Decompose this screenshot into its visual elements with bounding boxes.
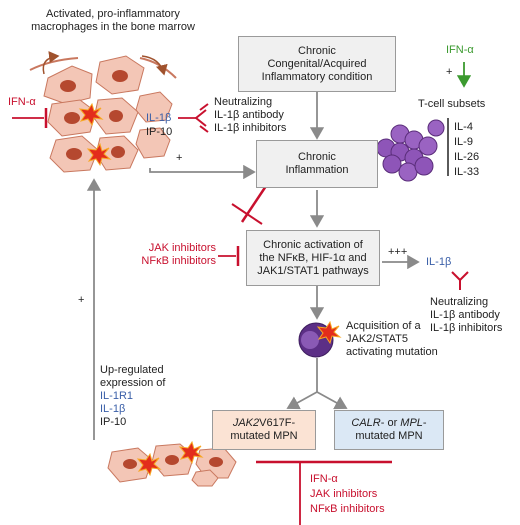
macrophage-title: Activated, pro-inflammatory macrophages … [18,8,208,34]
calr-mpl-line2: mutated MPN [355,430,423,442]
calr-gene: CALR [351,417,381,429]
chronic-inflammation-line1: Chronic [298,151,336,163]
jak2-variant: V617F- [259,417,296,429]
il1b-label: IL-1β [146,112,172,124]
upregulated-label: Up-regulated expression of IL-1R1 IL-1β … [100,364,165,429]
chronic-activation-line2: the NFκB, HIF-1α and [259,251,367,264]
antibody-icon-top [178,103,209,133]
bottom-inhibitor-nfkb: NFκB inhibitors [310,503,385,515]
chronic-condition-line3: Inflammatory condition [261,70,373,83]
cytokine-il9: IL-9 [454,136,473,148]
chronic-condition-line2: Congenital/Acquired [267,57,367,70]
neutralizing-top-line1: Neutralizing [214,96,273,108]
tcell-subsets-label: T-cell subsets [418,98,486,110]
calr-mpl-line1: CALR- or MPL- [351,417,426,430]
cytokine-il33: IL-33 [454,166,480,178]
chronic-inflammation-box: Chronic Inflammation [256,140,378,188]
chronic-condition-line1: Chronic [298,44,336,57]
calr-mpl-mpn-box: CALR- or MPL- mutated MPN [334,410,444,450]
upregulated-line1: Up-regulated [100,364,164,376]
mpl-end: - [422,417,427,429]
ifn-alpha-left-label: IFN-α [8,96,36,108]
neutralizing-right: Neutralizing IL-1β antibody IL-1β inhibi… [430,296,502,335]
plus-ifn-tcell: + [446,66,453,78]
triple-plus-label: +++ [388,246,408,258]
plus-macrophage-inflammation: + [176,152,183,164]
chronic-condition-box: Chronic Congenital/Acquired Inflammatory… [238,36,396,92]
cytokine-list: IL-4 IL-9 IL-26 IL-33 [454,120,479,180]
upregulated-line2: expression of [100,377,166,389]
il1b-right-label: IL-1β [426,256,452,268]
macrophage-cluster-bottom [107,440,237,487]
jak2-mpn-line1: JAK2V617F- [230,417,297,430]
neutralizing-right-line2: IL-1β antibody [430,309,500,321]
cytokine-il4: IL-4 [454,121,473,133]
calr-mid: - or [380,417,401,429]
inhibitors-left: JAK inhibitors NFκB inhibitors [126,242,216,268]
jak2-mpn-box: JAK2V617F- mutated MPN [212,410,316,450]
neutralizing-top: Neutralizing IL-1β antibody IL-1β inhibi… [214,96,286,135]
upregulated-ip10: IP-10 [100,416,127,428]
neutralizing-top-line3: IL-1β inhibitors [214,122,287,134]
mutated-cell [298,320,342,358]
mpl-gene: MPL [400,417,423,429]
bottom-inhibitor-ifn: IFN-α [310,473,338,485]
ip10-label: IP-10 [146,126,173,138]
inhibitors-left-nfkb: NFκB inhibitors [141,255,216,267]
chronic-activation-line1: Chronic activation of [263,238,363,251]
antibody-icon-right [451,271,469,290]
macrophage-title-line2: macrophages in the bone marrow [31,21,195,33]
acquisition-label: Acquisition of a JAK2/STAT5 activating m… [346,320,438,359]
plus-left-loop: + [78,294,85,306]
acquisition-line2: JAK2/STAT5 [346,333,408,345]
bottom-inhibitors: IFN-α JAK inhibitors NFκB inhibitors [310,472,385,517]
acquisition-line3: activating mutation [346,346,438,358]
bottom-inhibitor-jak: JAK inhibitors [310,488,378,500]
jak2-mpn-line2: mutated MPN [230,430,298,442]
neutralizing-right-line1: Neutralizing [430,296,489,308]
acquisition-line1: Acquisition of a [346,320,421,332]
jak2-gene: JAK2 [232,417,260,429]
upregulated-il1b: IL-1β [100,403,126,415]
chronic-activation-line3: JAK1/STAT1 pathways [257,264,369,277]
chronic-inflammation-line2: Inflammation [285,164,349,176]
upregulated-il1r1: IL-1R1 [100,390,134,402]
inhibitors-left-jak: JAK inhibitors [148,242,216,254]
neutralizing-right-line3: IL-1β inhibitors [430,322,503,334]
tcell-cluster [376,119,445,182]
cytokine-il26: IL-26 [454,151,480,163]
macrophage-title-line1: Activated, pro-inflammatory [46,8,180,20]
chronic-activation-box: Chronic activation of the NFκB, HIF-1α a… [246,230,380,286]
neutralizing-top-line2: IL-1β antibody [214,109,284,121]
ifn-alpha-right-label: IFN-α [446,44,474,56]
macrophage-cluster-top [29,51,177,173]
